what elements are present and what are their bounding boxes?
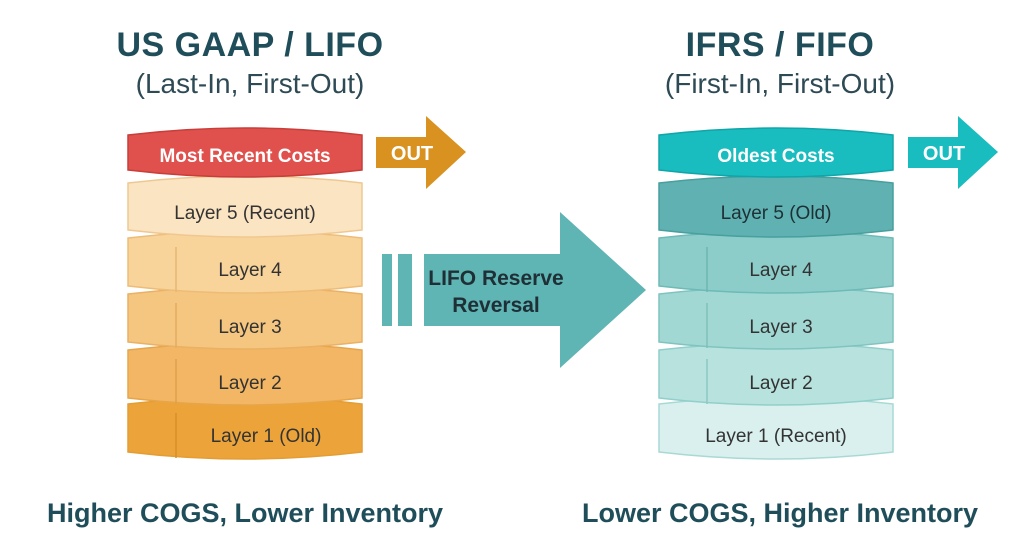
lifo-top-layer: Most Recent Costs [127,127,363,178]
lifo-layer-3-label: Layer 3 [218,317,281,338]
lifo-reserve-reversal-arrow: LIFO Reserve Reversal [382,212,646,368]
fifo-subtitle: (First-In, First-Out) [664,68,896,99]
lifo-layer-1-label: Layer 1 (Old) [211,426,322,447]
lifo-layer-5-label: Layer 5 (Recent) [174,203,316,224]
fifo-layer-3-label: Layer 3 [749,317,812,338]
lifo-layer-4: Layer 4 [127,230,363,294]
lifo-stack: Layer 1 (Old) Layer 2 Layer 3 Layer 4 La… [127,116,466,460]
fifo-out-arrow: OUT [908,116,998,189]
lifo-out-arrow: OUT [376,116,466,189]
fifo-layer-4: Layer 4 [658,230,894,294]
fifo-out-label: OUT [923,143,965,165]
lifo-layer-1: Layer 1 (Old) [127,396,363,460]
fifo-stack: Layer 1 (Recent) Layer 2 Layer 3 Layer 4… [658,116,998,460]
lifo-layer-3: Layer 3 [127,286,363,350]
fifo-layer-1: Layer 1 (Recent) [658,396,894,460]
fifo-layer-1-label: Layer 1 (Recent) [705,426,847,447]
fifo-layer-4-label: Layer 4 [749,260,813,281]
fifo-layer-5-label: Layer 5 (Old) [721,203,832,224]
lifo-layer-5: Layer 5 (Recent) [127,175,363,238]
fifo-footer: Lower COGS, Higher Inventory [581,498,979,528]
lifo-out-label: OUT [391,143,433,165]
fifo-layer-2-label: Layer 2 [749,373,812,394]
lifo-subtitle: (Last-In, First-Out) [135,68,365,99]
fifo-layer-3: Layer 3 [658,286,894,350]
reversal-line-2: Reversal [452,294,540,317]
fifo-top-label: Oldest Costs [717,146,834,167]
fifo-layer-2: Layer 2 [658,342,894,406]
lifo-layer-2: Layer 2 [127,342,363,406]
lifo-footer: Higher COGS, Lower Inventory [46,498,444,528]
fifo-title: IFRS / FIFO [685,26,875,64]
lifo-top-label: Most Recent Costs [159,146,330,167]
fifo-layer-5: Layer 5 (Old) [658,175,894,238]
reversal-line-1: LIFO Reserve [428,267,563,290]
lifo-layer-2-label: Layer 2 [218,373,281,394]
fifo-top-layer: Oldest Costs [658,127,894,178]
lifo-layer-4-label: Layer 4 [218,260,282,281]
lifo-title: US GAAP / LIFO [116,26,384,64]
